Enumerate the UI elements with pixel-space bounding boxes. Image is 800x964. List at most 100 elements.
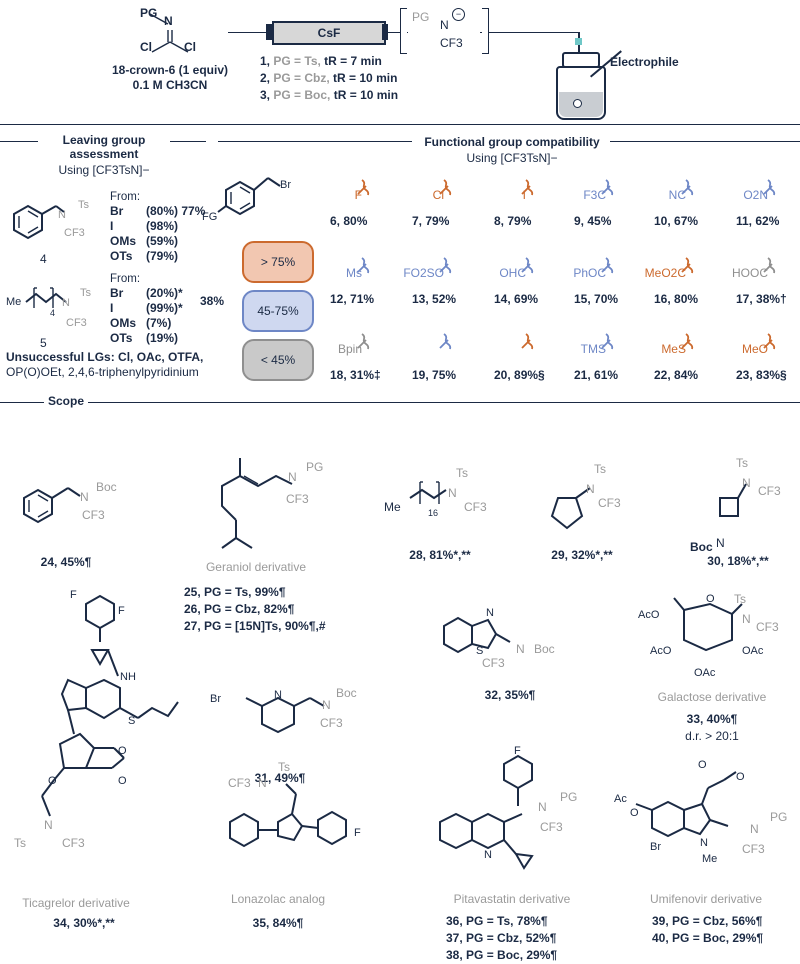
compound-24-label: 24, 45%¶ — [40, 555, 92, 569]
atom-cf3: CF3 — [742, 842, 765, 856]
compound-29-structure — [550, 487, 591, 530]
fg-group-label: Ms — [346, 266, 362, 280]
fg-subtitle: Using [CF3TsN]− — [466, 151, 558, 165]
compound-5-structure — [25, 287, 67, 308]
fg-wavy-bond-icon — [601, 179, 614, 196]
fg-group-label: TMS — [580, 342, 606, 356]
fg-result: 19, 75% — [412, 368, 457, 382]
lg-yield: (98%) — [146, 219, 179, 233]
atom-br: Br — [650, 841, 661, 853]
stir-bar — [573, 99, 582, 108]
fg-result: 9, 45% — [574, 214, 612, 228]
compound-26-label: 26, PG = Cbz, 82%¶ — [184, 602, 295, 616]
legend-low: < 45% — [242, 339, 314, 381]
fg-wavy-bond-icon — [763, 333, 776, 350]
atom-n: N — [274, 689, 282, 701]
compound-33-label: 33, 40%¶ — [686, 712, 738, 726]
condition-line: 18-crown-6 (1 equiv) — [111, 63, 229, 77]
atom-cf3: CF3 — [64, 227, 85, 239]
atom-n: N — [516, 642, 525, 656]
atom-cf3: CF3 — [286, 492, 309, 506]
csf-cartridge: CsF — [272, 21, 386, 45]
lg-yield: (80%) 77% — [146, 204, 206, 218]
atom-ts: Ts — [78, 199, 89, 211]
atom-o: O — [118, 745, 127, 757]
fg-wavy-bond-icon — [357, 333, 370, 350]
atom-n: N — [62, 297, 70, 309]
compound-28-structure — [409, 481, 447, 504]
fg-group-label: FO2SO — [403, 266, 444, 280]
atom-n: N — [586, 482, 595, 496]
atom-me: Me — [384, 500, 401, 514]
compound-29-label: 29, 32%*,** — [551, 548, 613, 562]
atom-o: O — [698, 759, 707, 771]
fg-result: 7, 79% — [412, 214, 450, 228]
atom-nh: NH — [120, 671, 136, 683]
atom-n: N — [258, 776, 267, 790]
atom-s: S — [476, 645, 484, 657]
atom-ts: Ts — [278, 760, 290, 774]
reagent-cl: Cl — [140, 40, 152, 54]
compound-28-label: 28, 81%*,** — [409, 548, 471, 562]
compound-34-label: 34, 30%*,** — [53, 916, 115, 930]
ticagrelor-name: Ticagrelor derivative — [22, 896, 130, 910]
atom-n: N — [448, 486, 457, 500]
ticagrelor-structure — [41, 594, 179, 817]
atom-ts: Ts — [736, 456, 748, 470]
umifenovir-structure — [635, 771, 737, 838]
atom-boc: Boc — [690, 540, 713, 554]
atom-ts: Ts — [80, 287, 91, 299]
atom-me: Me — [6, 296, 22, 308]
fg-group-label: PhOC — [573, 266, 606, 280]
atom-n: N — [700, 837, 708, 849]
fg-wavy-bond-icon — [521, 179, 534, 196]
run-line: 3, PG = Boc, tR = 10 min — [260, 88, 399, 102]
atom-cf3: CF3 — [758, 484, 781, 498]
compound-37-label: 37, PG = Cbz, 52%¶ — [446, 931, 557, 945]
intermediate-pg: PG — [412, 10, 430, 24]
condition-line: 0.1 M CH3CN — [132, 78, 208, 92]
atom-f: F — [514, 745, 521, 757]
cartridge-cap — [266, 24, 272, 40]
fg-group-label: Cl — [432, 188, 444, 202]
fg-group-label: Bpin — [337, 342, 362, 356]
lg-row: OTs — [110, 249, 133, 263]
fg-result: 17, 38%† — [736, 292, 787, 306]
fg-group-label: I — [522, 188, 526, 202]
compound-32-label: 32, 35%¶ — [484, 688, 536, 702]
fg-group-label: MeO — [741, 342, 768, 356]
atom-n: N — [322, 698, 331, 712]
fg-group-label: OHC — [499, 266, 526, 280]
lg-row: I — [110, 301, 114, 315]
lg-yield: (59%) — [146, 234, 179, 248]
fg-result: 10, 67% — [654, 214, 699, 228]
atom-pg: PG — [306, 460, 324, 474]
fg-wavy-bond-icon — [357, 179, 370, 196]
lg-yield: (79%) — [146, 249, 179, 263]
atom-n: N — [750, 822, 759, 836]
atom-s: S — [128, 715, 136, 727]
fg-wavy-bond-icon — [681, 257, 694, 274]
atom-me: Me — [702, 853, 718, 865]
atom-cf3: CF3 — [540, 820, 563, 834]
fg-result: 14, 69% — [494, 292, 539, 306]
fg-wavy-bond-icon — [681, 333, 694, 350]
atom-aco: AcO — [650, 645, 672, 657]
intermediate-n: N — [440, 18, 449, 32]
dichloroimine-structure — [149, 13, 189, 53]
divider — [0, 124, 800, 125]
atom-n: N — [742, 612, 751, 626]
galactose-name: Galactose derivative — [657, 690, 767, 704]
atom-n: N — [44, 818, 53, 832]
atom-n: N — [486, 607, 494, 619]
fg-result: 18, 31%‡ — [330, 368, 381, 382]
lg-row: Br — [110, 286, 124, 300]
compound-31-structure — [245, 696, 325, 734]
fg-wavy-bond-icon — [521, 333, 534, 350]
from-label: From: — [110, 273, 141, 285]
fg-group-label: NC — [668, 188, 686, 202]
lg-row: OMs — [110, 234, 137, 248]
atom-ts: Ts — [594, 462, 606, 476]
atom-oac: OAc — [694, 667, 716, 679]
atom-n: N — [538, 800, 547, 814]
